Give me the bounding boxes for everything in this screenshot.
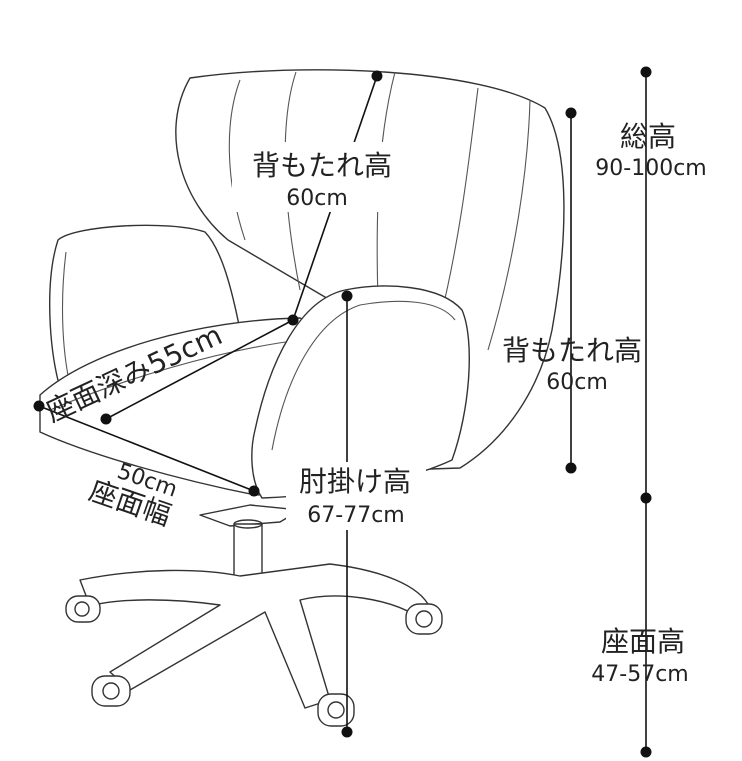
chair-seat-plate (199, 504, 301, 527)
chair-caster-front-left (91, 675, 131, 707)
chair-caster-front (317, 693, 355, 727)
dimension-overall-height (640, 66, 652, 758)
chair-base (79, 563, 431, 709)
armrest-value: 67-77cm (307, 503, 404, 528)
chair-caster-right (405, 603, 443, 635)
backrest-value: 60cm (286, 186, 348, 211)
dimension-backrest-side (565, 107, 577, 474)
backrest-side-title: 背もたれ高 (502, 334, 642, 367)
dimension-seat-width (33, 400, 260, 497)
armrest-title: 肘掛け高 (299, 465, 411, 498)
backrest-side-value: 60cm (546, 370, 608, 395)
chair-right-armrest (251, 285, 470, 499)
backrest-title: 背もたれ高 (252, 149, 392, 182)
dimension-seat-depth (100, 319, 294, 425)
overall-height-title: 総高 (620, 120, 676, 153)
chair-caster-left (65, 595, 101, 623)
seat-height-value: 47-57cm (591, 662, 688, 687)
seat-height-title: 座面高 (601, 625, 685, 658)
overall-height-value: 90-100cm (595, 156, 706, 181)
